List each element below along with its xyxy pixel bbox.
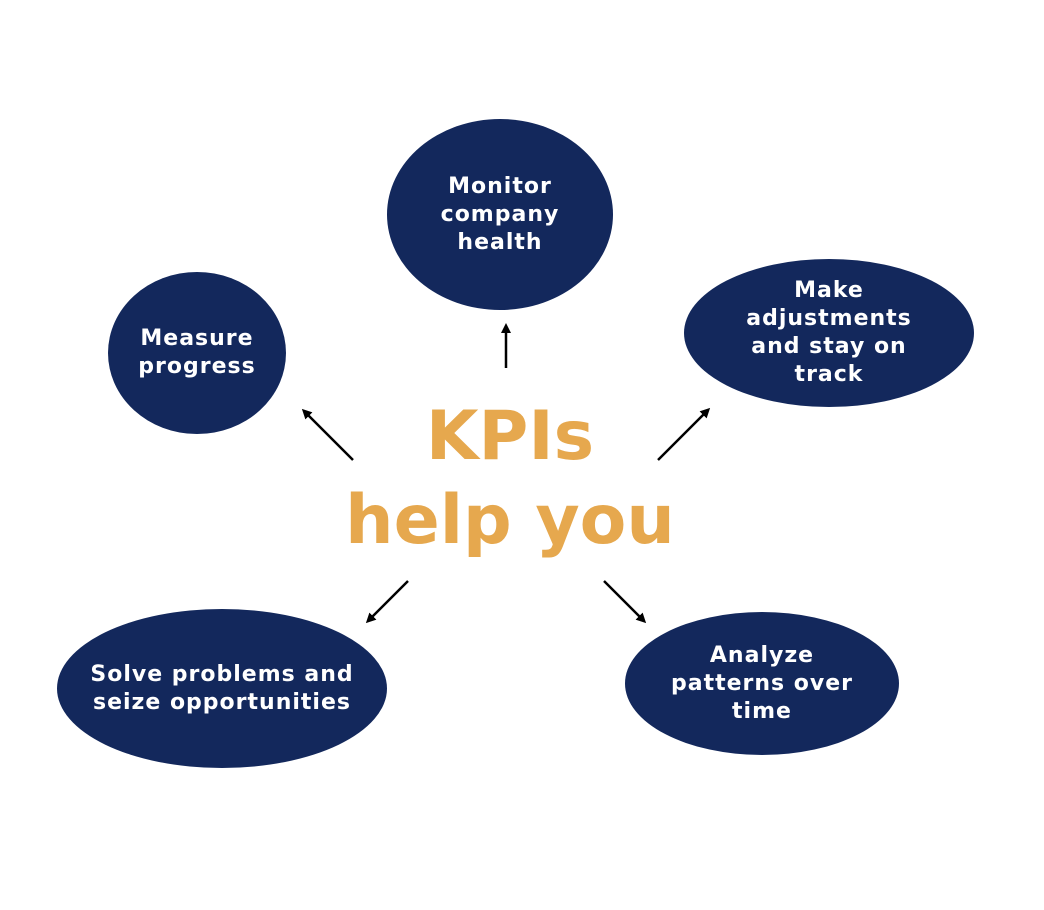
center-title: KPIs help you <box>300 395 720 563</box>
node-measure-progress: Measure progress <box>108 272 286 434</box>
node-solve-problems: Solve problems and seize opportunities <box>57 609 387 768</box>
node-monitor-company-health: Monitor company health <box>387 119 613 310</box>
node-analyze-label: Analyze patterns over time <box>670 642 854 724</box>
arrow-to-analyze <box>603 580 647 624</box>
node-measure-label: Measure progress <box>138 326 256 379</box>
node-adjust-label: Make adjustments and stay on track <box>746 278 912 387</box>
node-monitor-label: Monitor company health <box>440 173 560 255</box>
node-make-adjustments: Make adjustments and stay on track <box>684 259 974 407</box>
node-analyze-patterns: Analyze patterns over time <box>625 612 899 755</box>
arrow-to-solve <box>365 580 409 624</box>
center-title-line2: help you <box>345 481 675 560</box>
node-solve-label: Solve problems and seize opportunities <box>90 661 354 715</box>
center-title-line1: KPIs <box>425 397 595 476</box>
